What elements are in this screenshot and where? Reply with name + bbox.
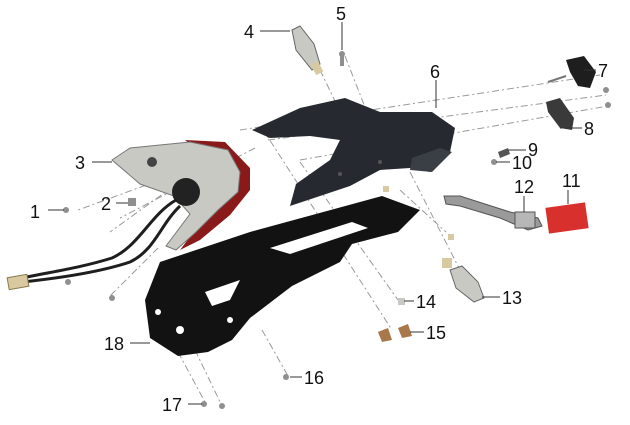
hardware-parts <box>63 51 611 409</box>
callout-1: 1 <box>30 202 40 222</box>
tail-lamp-part <box>6 140 250 291</box>
callout-16: 16 <box>304 368 324 388</box>
reflector-part <box>545 202 589 234</box>
callout-14: 14 <box>416 292 436 312</box>
callout-10: 10 <box>512 153 532 173</box>
callout-11: 11 <box>562 171 581 191</box>
callout-18: 18 <box>104 334 124 354</box>
callout-2: 2 <box>101 194 111 214</box>
turn-signal-lower-part <box>442 258 485 303</box>
callout-17: 17 <box>162 395 182 415</box>
callout-4: 4 <box>244 22 254 42</box>
plug-part <box>547 56 596 88</box>
callout-15: 15 <box>426 323 446 343</box>
rear-bracket-part <box>145 196 420 356</box>
callout-6: 6 <box>430 62 440 82</box>
small-bracket-part <box>546 98 574 130</box>
rear-fender-part <box>252 98 455 206</box>
callout-9: 9 <box>528 140 538 160</box>
leader-lines <box>48 22 596 405</box>
plate-light-bracket-part <box>443 195 543 231</box>
turn-signal-upper-part <box>291 25 324 76</box>
callout-5: 5 <box>336 4 346 24</box>
callout-13: 13 <box>502 288 522 308</box>
callout-7: 7 <box>598 61 608 81</box>
callout-labels: 1 2 3 4 5 6 7 8 9 10 11 12 13 14 15 16 1… <box>30 4 608 415</box>
callout-3: 3 <box>75 153 85 173</box>
callout-12: 12 <box>514 177 534 197</box>
callout-8: 8 <box>584 119 594 139</box>
